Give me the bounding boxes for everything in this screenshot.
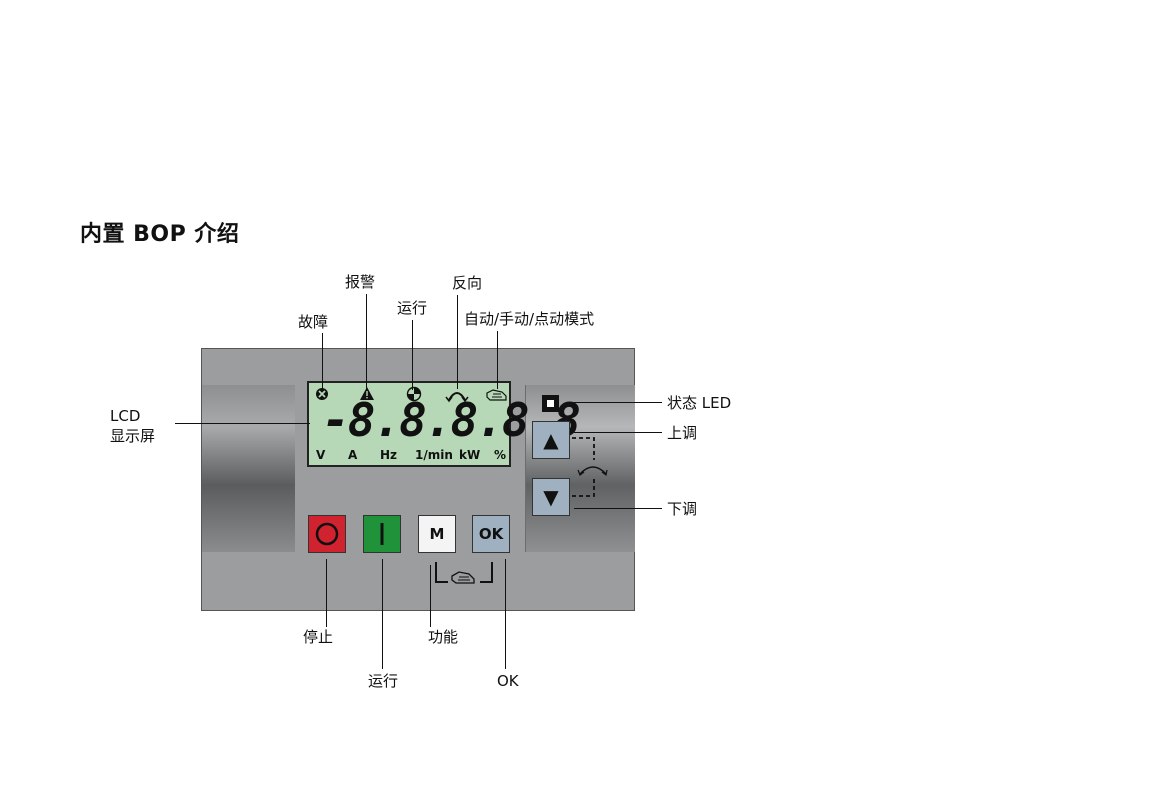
mode-leader-line [497, 331, 498, 389]
up-leader-line [574, 432, 662, 433]
status-led-icon [542, 395, 559, 412]
run-leader-line [382, 559, 383, 669]
run-label: 运行 [368, 672, 399, 690]
function-button[interactable]: M [418, 515, 456, 553]
lcd-status-icons [316, 386, 507, 403]
status-led-leader-line [574, 402, 662, 403]
alarm-leader-line [366, 294, 367, 389]
ok-button[interactable]: OK [472, 515, 510, 553]
panel-right-bezel [525, 385, 635, 552]
run-button[interactable] [363, 515, 401, 553]
stop-icon [315, 522, 339, 546]
up-down-combo-bracket [572, 437, 608, 497]
alarm-icon [360, 387, 374, 400]
reverse-leader-line [457, 295, 458, 389]
ok-button-label: OK [478, 525, 504, 543]
panel-left-bezel [202, 385, 295, 552]
lcd-leader-line [175, 423, 310, 424]
reverse-icon [445, 392, 469, 403]
stop-label: 停止 [303, 628, 334, 646]
running-leader-line [412, 320, 413, 390]
unit-hertz: Hz [380, 448, 398, 462]
unit-percent: % [494, 448, 507, 462]
hand-mode-combo-bracket [435, 562, 493, 584]
fault-leader-line [322, 333, 323, 390]
ok-label: OK [497, 672, 519, 690]
stop-leader-line [326, 559, 327, 627]
fault-label: 故障 [298, 313, 329, 331]
function-button-label: M [429, 525, 445, 543]
unit-rpm: 1/min [415, 448, 453, 462]
reverse-icon [577, 466, 608, 477]
hand-icon [486, 389, 507, 401]
hand-icon [451, 571, 475, 584]
function-leader-line [430, 565, 431, 627]
alarm-label: 报警 [345, 273, 376, 291]
unit-amps: A [348, 448, 358, 462]
ok-leader-line [505, 559, 506, 669]
running-icon [406, 386, 422, 402]
down-leader-line [574, 508, 662, 509]
down-button[interactable]: ▼ [532, 478, 570, 516]
running-label: 运行 [397, 299, 428, 317]
reverse-label: 反向 [452, 274, 483, 292]
status-led-label: 状态 LED [667, 394, 732, 412]
unit-kw: kW [459, 448, 481, 462]
unit-volts: V [316, 448, 326, 462]
page-title: 内置 BOP 介绍 [80, 222, 240, 247]
down-label: 下调 [667, 500, 698, 518]
lcd-label-line2: 显示屏 [110, 427, 156, 445]
fault-icon [316, 388, 328, 400]
up-button[interactable]: ▲ [532, 421, 570, 459]
mode-label: 自动/手动/点动模式 [464, 310, 595, 328]
run-icon [380, 523, 384, 545]
function-label: 功能 [428, 628, 459, 646]
stop-button[interactable] [308, 515, 346, 553]
up-label: 上调 [667, 424, 698, 442]
lcd-label-line1: LCD [110, 407, 141, 425]
